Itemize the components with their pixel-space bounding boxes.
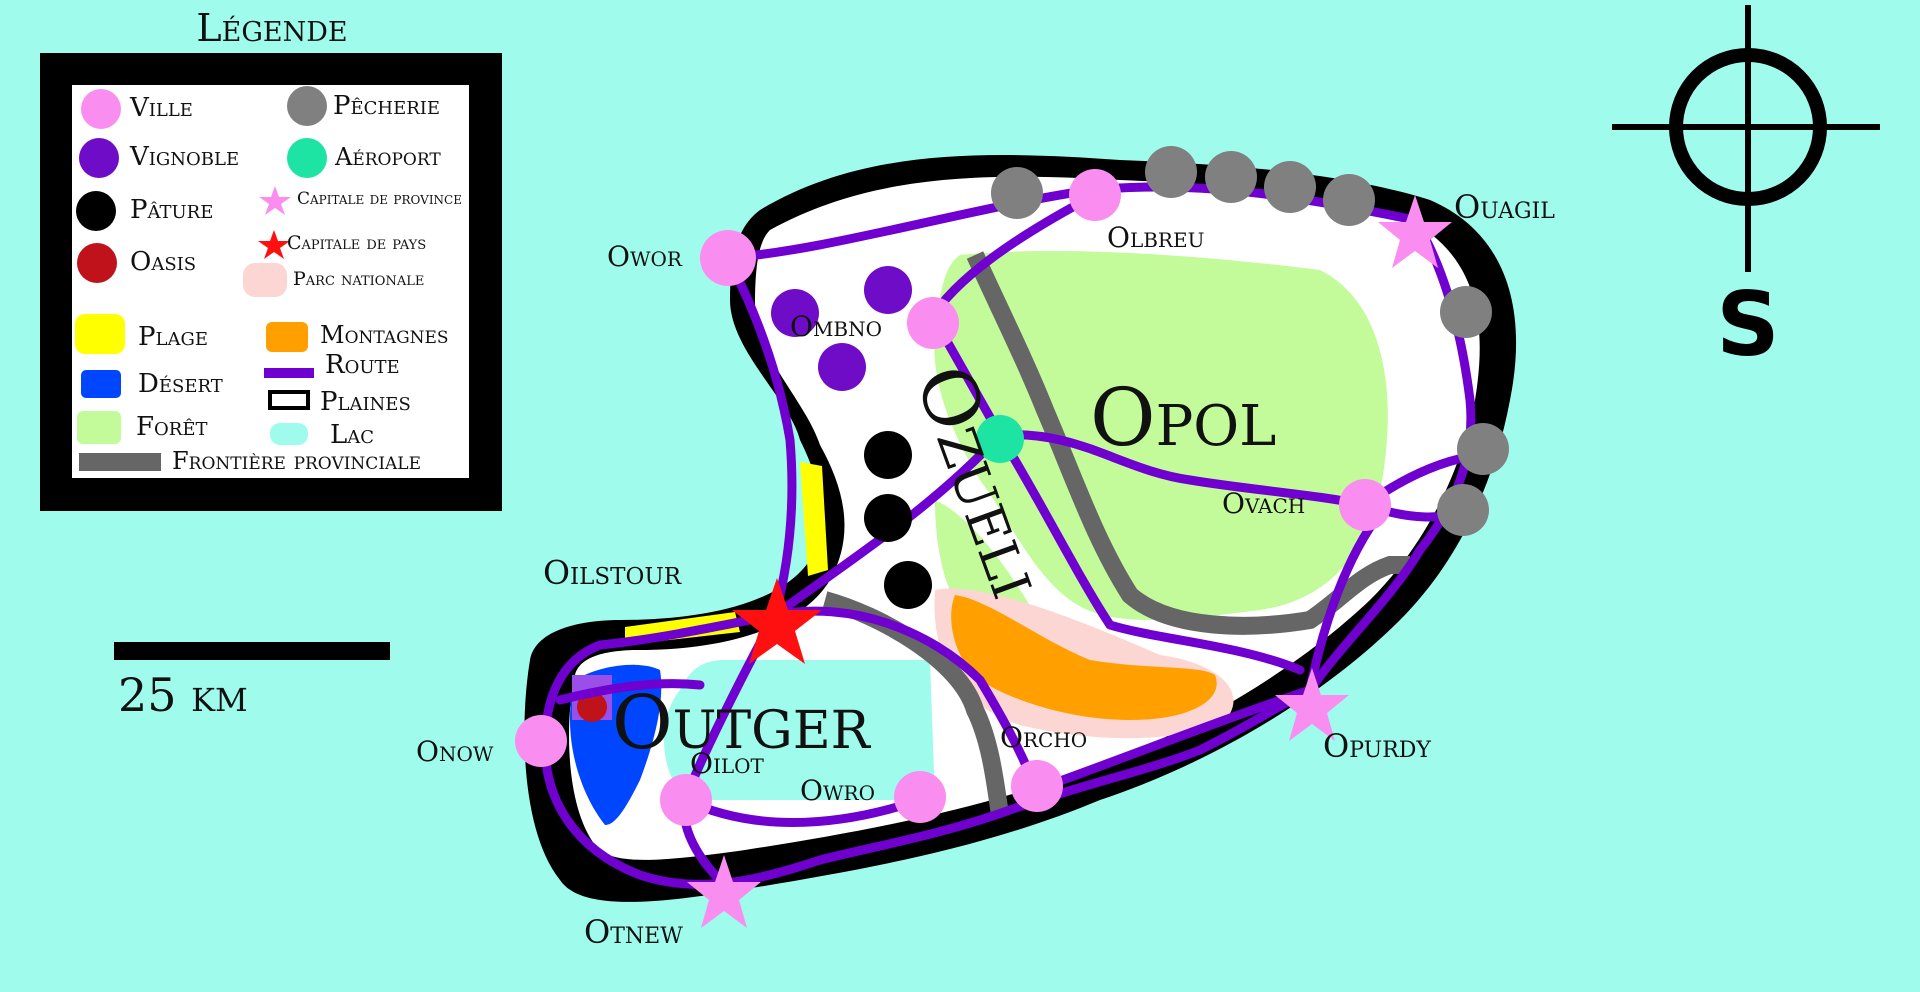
region-label-outger: Outger [612,680,872,766]
town-owor [700,230,756,286]
legend-label-frontiere: Frontière provinciale [172,447,421,475]
legend-swatch-ville [81,89,121,129]
mountains [951,595,1217,720]
province-capital-ouagil [1378,195,1452,268]
label-orcho: Orcho [1000,721,1087,754]
label-olbreu: Olbreu [1107,221,1204,254]
legend-label-ville: Ville [129,93,193,123]
fishery [1440,286,1492,338]
legend-label-aeroport: Aéroport [334,143,441,171]
legend-swatch-aeroport [287,138,327,178]
fishery [991,167,1043,219]
label-ombno: Ombno [790,310,882,343]
vineyards [771,266,912,391]
legend-swatch-capitale-province [259,186,291,215]
fishery [1437,484,1489,536]
legend-swatch-desert [81,370,121,398]
label-oilstour: Oilstour [543,553,682,592]
vineyard [818,343,866,391]
town-orcho [1011,760,1063,812]
legend-label-montagnes: Montagnes [320,321,449,349]
label-owro: Owro [800,774,875,807]
country-capital-oilstour [732,578,822,664]
legend-swatch-pature [76,191,116,231]
label-otnew: Otnew [584,913,683,951]
legend-label-oasis: Oasis [130,247,196,277]
fishery [1323,174,1375,226]
scale-bar: 25 km [114,642,390,722]
town-owro [894,771,946,823]
legend-swatch-route [264,368,314,378]
place-labels: Owor Olbreu Ouagil Ombno Ovach Oilstour … [416,188,1555,951]
pasture [864,494,912,542]
vineyard [771,289,819,337]
pastures [864,431,932,609]
legend-label-vignoble: Vignoble [129,142,239,172]
fishery [1264,161,1316,213]
pasture [884,561,932,609]
fishery [1457,423,1509,475]
label-opurdy: Opurdy [1323,727,1431,765]
label-owor: Owor [607,240,683,273]
legend-swatch-frontiere [79,453,161,471]
town-onow [515,715,567,767]
legend-label-pecherie: Pêcherie [333,91,440,121]
fishery [1145,146,1197,198]
fishery [1205,151,1257,203]
label-oilot: Oilot [690,747,765,780]
legend-label-capitale-province: Capitale de province [297,189,462,209]
label-onow: Onow [416,735,494,768]
legend-swatch-plaines [268,390,310,410]
scale-bar-label: 25 km [118,668,248,722]
compass: S [1612,5,1880,376]
pasture [864,431,912,479]
legend-label-parc: Parc nationale [293,268,424,290]
oasis [577,692,607,722]
legend-swatch-pecherie [287,86,327,126]
fisheries [991,146,1509,536]
legend-swatch-foret [77,411,121,444]
legend-label-capitale-pays: Capitale de pays [287,232,426,254]
legend-swatch-oasis [77,243,117,283]
legend-swatch-vignoble [79,138,119,178]
province-capital-opurdy [1275,668,1349,741]
legend-swatch-montagnes [266,322,308,352]
legend-swatch-lac [270,423,308,445]
scale-bar-line [114,642,390,660]
town-olbreu [1069,169,1121,221]
legend-swatch-capitale-pays [258,230,290,259]
label-ouagil: Ouagil [1454,188,1555,226]
town-ovach [1339,479,1391,531]
legend-label-desert: Désert [138,369,223,399]
legend-swatch-plage [75,314,125,354]
legend-label-plaines: Plaines [320,387,411,417]
town-oilot [660,774,712,826]
legend-label-lac: Lac [330,420,374,450]
legend-label-foret: Forêt [136,412,208,442]
compass-south-label: S [1716,273,1779,376]
legend-label-route: Route [325,350,400,380]
legend-swatch-parc [243,263,287,297]
compass-ring [1669,48,1827,206]
legend-label-pature: Pâture [130,195,213,225]
forest-area [934,250,1388,621]
legend-label-plage: Plage [138,322,208,352]
towns [515,169,1391,826]
region-label-opol: Opol [1090,371,1276,464]
legend-title: Légende [196,6,347,50]
town-ombno [907,297,959,349]
vineyard [864,266,912,314]
province-capital-otnew [687,855,761,928]
airport [976,415,1024,463]
beach-east [800,462,828,576]
label-ovach: Ovach [1222,487,1305,520]
legend: Légende Ville Vignoble Pâture Oasis Plag… [40,6,502,511]
